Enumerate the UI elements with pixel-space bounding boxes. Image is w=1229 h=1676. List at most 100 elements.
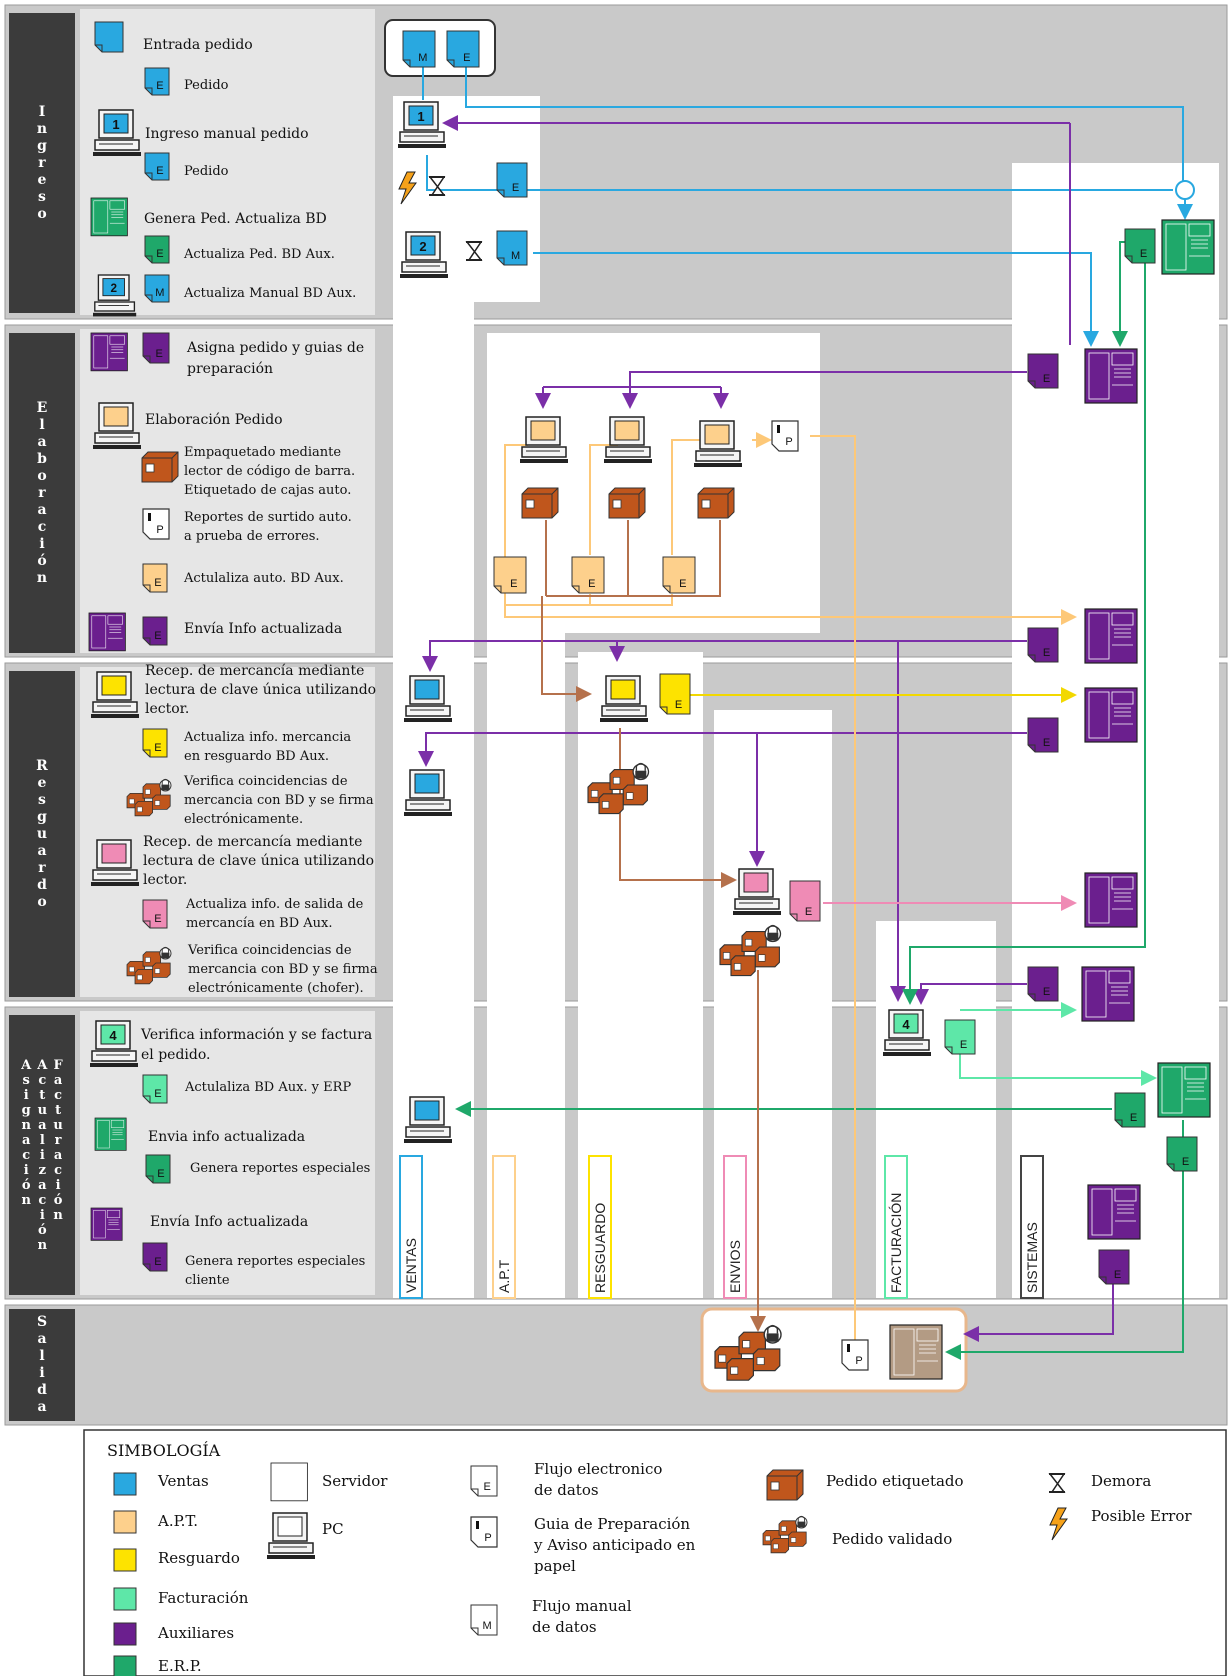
legend-pedido-validado: Pedido validado — [832, 1530, 953, 1548]
line-manual — [533, 252, 1099, 347]
phase-letter: u — [37, 1102, 48, 1118]
svg-text:P: P — [484, 1532, 491, 1544]
line-e-to-server — [465, 64, 1184, 195]
swatch-auxiliares — [113, 1622, 137, 1646]
svg-text:E: E — [1043, 986, 1050, 998]
m-doc-icon: M — [402, 30, 436, 68]
phase-letter: c — [38, 1072, 47, 1088]
desc-asigna-1: Asigna pedido y guias de — [187, 340, 365, 356]
package-icon — [521, 487, 559, 519]
aux-doc-icon: E — [1027, 627, 1059, 663]
svg-text:E: E — [1114, 1269, 1121, 1281]
envios-pc-icon — [91, 839, 139, 886]
validated-package-icon — [587, 762, 650, 815]
svg-text:E: E — [154, 742, 161, 754]
svg-text:E: E — [157, 1168, 164, 1180]
desc-entrada-pedido: Entrada pedido — [143, 37, 253, 53]
legend-guia-icon: P — [470, 1516, 498, 1548]
desc-verif1-3: electrónicamente. — [184, 812, 304, 827]
phase-letter: S — [36, 1314, 48, 1330]
phase-letter: g — [37, 137, 47, 154]
svg-text:E: E — [154, 1088, 161, 1100]
aux-server-icon — [90, 332, 128, 372]
phase-letter: n — [21, 1192, 31, 1208]
resguardo-pc-icon — [91, 671, 139, 718]
phase-letter: c — [54, 1162, 63, 1178]
lane-label-sistemas: SISTEMAS — [1020, 1155, 1044, 1299]
line-pkg-to-resguardo — [541, 596, 592, 702]
phase-letter: i — [39, 1207, 45, 1223]
phase-letter: o — [37, 893, 47, 910]
desc-empaquetado-3: Etiquetado de cajas auto. — [184, 483, 352, 498]
erp-server-icon — [90, 197, 128, 237]
guia-icon: P — [841, 1339, 869, 1371]
legend-lightning-icon — [1049, 1507, 1068, 1541]
phase-letter: g — [37, 808, 47, 825]
phase-letter: l — [39, 416, 45, 433]
phase-letter: a — [37, 842, 47, 859]
svg-text:E: E — [155, 348, 162, 360]
apt-pc-icon — [93, 402, 141, 449]
erp-server-icon — [1157, 1062, 1211, 1118]
junction — [1175, 180, 1195, 200]
legend-hourglass-icon — [1048, 1473, 1066, 1493]
envios-doc-icon: E — [142, 899, 168, 929]
lane-apt-box — [487, 333, 820, 633]
phase-letter: n — [21, 1117, 31, 1133]
desc-panel-elaboracion — [80, 329, 375, 653]
legend-guia-2: y Aviso anticipado en — [534, 1536, 696, 1554]
validated-package-icon — [719, 924, 782, 977]
desc-verif1-2: mercancia con BD y se firma — [184, 793, 374, 808]
package-icon — [608, 487, 646, 519]
phase-letter: n — [37, 1237, 48, 1253]
svg-text:M: M — [511, 250, 520, 262]
apt-doc-icon: E — [662, 556, 696, 594]
aux-doc-icon: E — [1027, 353, 1059, 389]
legend-resguardo: Resguardo — [158, 1549, 240, 1567]
resguardo-doc-icon: E — [142, 728, 168, 758]
m-doc-icon: M — [496, 230, 528, 266]
svg-text:E: E — [154, 1256, 161, 1268]
phase-letter: a — [37, 501, 47, 518]
swatch-resguardo — [113, 1548, 137, 1572]
svg-text:E: E — [156, 165, 163, 177]
line-erp-to-fact — [902, 260, 1146, 1005]
aux-doc-icon: E — [142, 332, 170, 364]
desc-recep2-1: Recep. de mercancía mediante — [143, 834, 363, 850]
line-guia-to-salida — [810, 435, 863, 1362]
desc-ingreso-manual: Ingreso manual pedido — [145, 126, 309, 142]
phase-letter: c — [22, 1147, 31, 1163]
svg-text:E: E — [463, 52, 470, 64]
apt-pc-icon — [604, 416, 652, 463]
svg-text:E: E — [805, 906, 812, 918]
phase-letter: a — [38, 1117, 47, 1133]
phase-letter: e — [37, 171, 47, 188]
svg-text:E: E — [483, 1481, 490, 1493]
phase-letter: a — [22, 1132, 31, 1148]
svg-text:P: P — [156, 524, 163, 536]
svg-text:E: E — [154, 913, 161, 925]
validated-package-icon — [126, 946, 172, 985]
phase-letter: A — [37, 1057, 48, 1073]
apt-pc-icon — [520, 416, 568, 463]
desc-verif1-1: Verifica coincidencias de — [184, 774, 348, 789]
desc-reportes-2: a prueba de errores. — [184, 529, 320, 544]
erp-server-icon — [94, 1117, 127, 1151]
swatch-facturacion — [113, 1587, 137, 1611]
line-assign — [622, 371, 1027, 409]
svg-text:E: E — [588, 578, 595, 590]
svg-text:E: E — [156, 248, 163, 260]
desc-empaquetado-2: lector de código de barra. — [184, 464, 356, 479]
desc-act-merc-2: en resguardo BD Aux. — [184, 749, 330, 764]
lane-label-resguardo: RESGUARDO — [588, 1155, 612, 1299]
apt-doc-icon: E — [493, 556, 527, 594]
legend-flujo-m-2: de datos — [532, 1618, 597, 1636]
desc-verifica-fact-2: el pedido. — [141, 1047, 211, 1063]
aux-doc-icon: E — [142, 616, 168, 646]
ventas-doc-icon — [94, 21, 124, 53]
svg-text:1: 1 — [112, 117, 119, 132]
phase-letter: i — [55, 1177, 61, 1193]
